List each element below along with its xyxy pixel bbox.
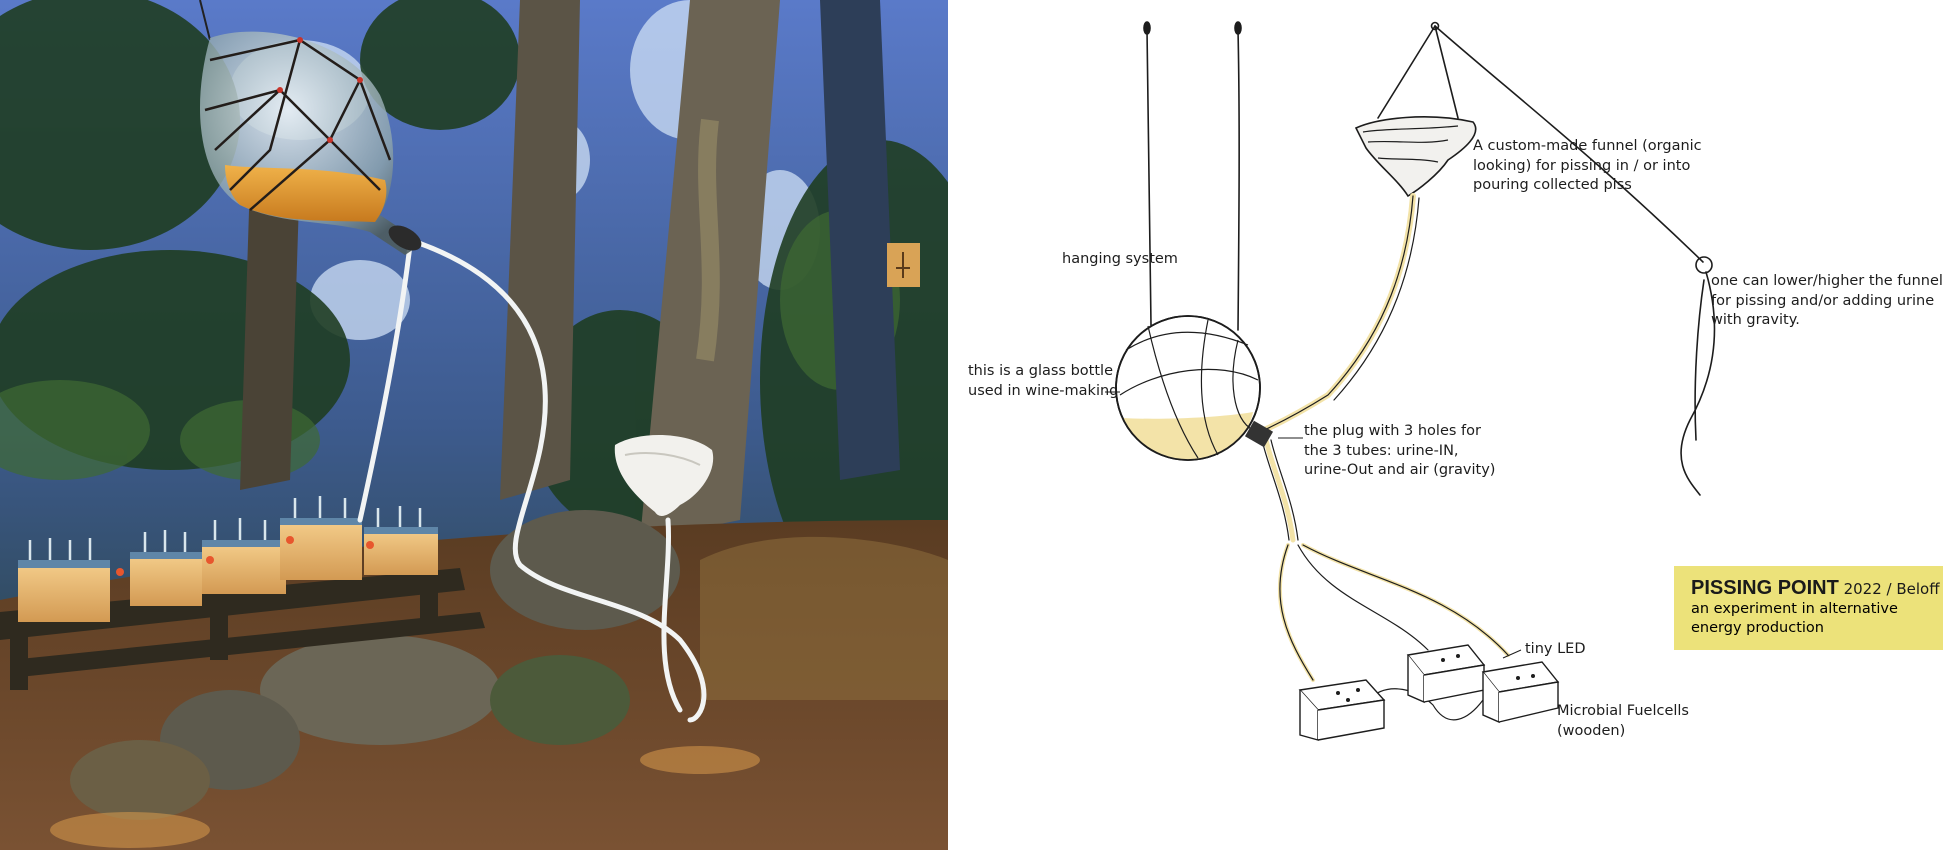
title-main: PISSING POINT [1691,577,1839,599]
title-box: PISSING POINT 2022 / Beloff an experimen… [1674,566,1943,650]
funnel-drawing [1354,116,1477,198]
tube-to-cell-1 [1277,543,1315,682]
funnel-cord-right [1434,25,1459,119]
title-year-author: 2022 / Beloff [1838,580,1940,598]
hanging-string-right [1237,29,1240,331]
title-subtitle: an experiment in alternative energy prod… [1691,601,1898,636]
bottle-drawing [1115,315,1274,461]
installation-photo-art [0,0,948,850]
sketch-diagram [948,0,1943,850]
pulley-cord [1434,25,1704,263]
pulley-ring [1695,256,1713,274]
sketch-drawing [1105,21,1716,741]
funnel-cord-left [1377,25,1436,119]
hanging-line [1680,271,1716,496]
tube-to-cell-2 [1297,544,1429,651]
label-plug: the plug with 3 holes for the 3 tubes: u… [1304,423,1496,478]
installation-photo [0,0,948,850]
label-lower-funnel: one can lower/higher the funnel for piss… [1711,273,1943,328]
label-tiny-led: tiny LED [1525,641,1586,657]
label-fuelcells: Microbial Fuelcells (wooden) [1557,703,1689,739]
title-heading: PISSING POINT 2022 / Beloff [1691,577,1943,600]
label-hanging-system: hanging system [1062,251,1178,267]
tube-plug-down [1263,437,1296,543]
fuelcells-drawing [1298,644,1560,741]
tube-to-cell-3 [1301,543,1510,657]
label-glass-bottle: this is a glass bottle used in wine-maki… [968,363,1119,399]
label-funnel: A custom-made funnel (organic looking) f… [1473,138,1702,193]
hanging-string-left [1146,29,1152,326]
